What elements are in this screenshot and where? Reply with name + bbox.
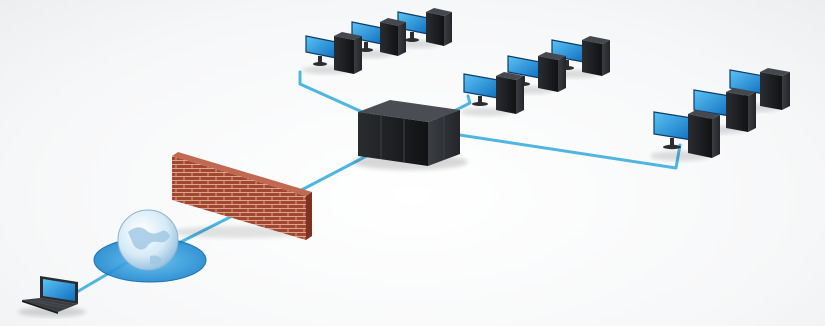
server-rack-icon — [352, 100, 468, 170]
desktop-computer-icon — [350, 18, 406, 58]
workstation-group-2 — [460, 36, 610, 116]
brick-wall-icon — [170, 152, 312, 240]
cable-trunk-group-3 — [438, 130, 682, 170]
desktop-computer-icon — [460, 72, 524, 116]
globe-icon — [93, 209, 207, 283]
desktop-computer-icon — [302, 32, 362, 74]
desktop-computer-icon — [650, 110, 720, 161]
workstation-group-3 — [650, 68, 790, 161]
workstation-group-1 — [302, 8, 452, 74]
laptop-icon — [18, 276, 86, 317]
